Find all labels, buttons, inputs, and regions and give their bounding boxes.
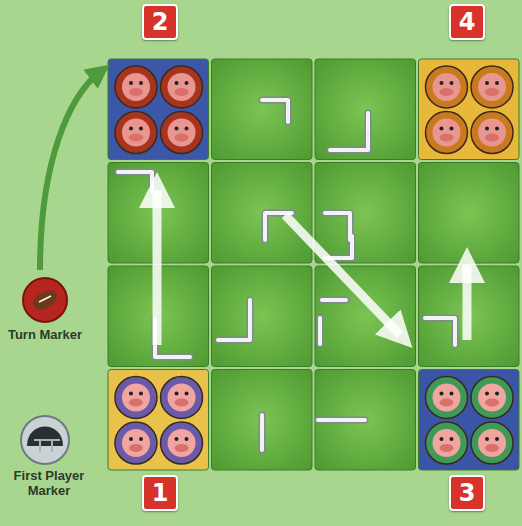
corner-number: 3 xyxy=(449,475,485,511)
player-number: 1 xyxy=(152,481,169,505)
corner-number: 4 xyxy=(449,4,485,40)
animal-tokens xyxy=(115,66,513,464)
move-arrows xyxy=(157,190,467,345)
marker-label: Turn Marker xyxy=(5,328,85,343)
fence-pieces xyxy=(118,100,455,450)
board-tiles xyxy=(108,59,519,470)
turn-marker-token xyxy=(23,278,67,322)
player-number: 2 xyxy=(152,10,169,34)
first-player-token xyxy=(21,416,69,464)
player-number: 3 xyxy=(459,481,476,505)
corner-number: 2 xyxy=(142,4,178,40)
marker-label: First Player Marker xyxy=(3,469,95,499)
player-number: 4 xyxy=(459,10,476,34)
turn-arrow xyxy=(40,72,100,270)
corner-number: 1 xyxy=(142,475,178,511)
